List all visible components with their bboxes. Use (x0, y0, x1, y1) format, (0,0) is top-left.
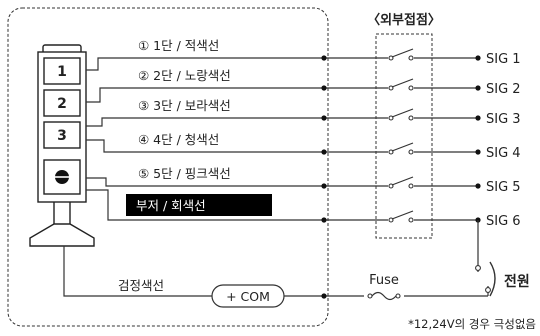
tower-buzzer-tier (43, 159, 81, 195)
tower-tier-3 (43, 121, 81, 149)
wire-5 (86, 177, 478, 187)
wire-5-label: ⑤ 5단 / 핑크색선 (138, 166, 231, 181)
power-bracket (489, 261, 496, 297)
switch-3 (388, 108, 414, 122)
wire-6-label: 부저 / 회색선 (136, 198, 206, 213)
tower-tier-3-label: 3 (57, 128, 67, 144)
contacts-title: 〈외부접점〉 (367, 12, 441, 28)
switch-2 (388, 78, 414, 92)
power-terminal-bottom (485, 287, 491, 293)
switch-5 (388, 176, 414, 190)
product-enclosure (7, 7, 329, 327)
tower-tier-1 (43, 57, 81, 85)
wire-1-label: ① 1단 / 적색선 (138, 38, 219, 53)
wire-6 (86, 189, 478, 221)
sig-6-label: SIG 6 (486, 214, 521, 229)
fuse-label: Fuse (369, 273, 399, 288)
wire-3-label: ③ 3단 / 보라색선 (138, 98, 231, 113)
tower-tier-1-label: 1 (57, 64, 67, 80)
sig-3-label: SIG 3 (486, 112, 521, 127)
wire-4 (86, 139, 478, 153)
wire-4-label: ④ 4단 / 청색선 (138, 132, 219, 147)
tower-base (29, 223, 95, 247)
enclosure-terminals (321, 55, 327, 299)
signal-tower: 1 2 3 (29, 44, 95, 247)
power-terminal-top (475, 265, 481, 271)
power-circuit (477, 220, 489, 296)
buzzer-label-box (126, 194, 272, 216)
sig-1-label: SIG 1 (486, 52, 521, 67)
switch-1 (388, 48, 414, 62)
contact-switches (388, 48, 414, 224)
common-wire-label: 검정색선 (118, 278, 164, 293)
wire-1 (86, 57, 478, 71)
sig-2-label: SIG 2 (486, 82, 521, 97)
wire-3 (86, 117, 478, 127)
wire-bundle (63, 57, 488, 297)
sig-4-label: SIG 4 (486, 146, 521, 161)
power-label: 전원 (504, 273, 530, 290)
wire-2-label: ② 2단 / 노랑색선 (138, 68, 231, 83)
com-terminal (211, 284, 285, 308)
tower-tier-2-label: 2 (57, 96, 67, 112)
switch-6 (388, 210, 414, 224)
wire-common (63, 246, 488, 297)
contacts-box (375, 33, 433, 239)
wire-2 (86, 87, 478, 103)
polarity-note: *12,24V의 경우 극성없음 (408, 317, 536, 331)
com-terminal-label: + COM (226, 289, 270, 304)
sig-5-label: SIG 5 (486, 180, 521, 195)
tower-tier-2 (43, 89, 81, 117)
switch-4 (388, 142, 414, 156)
signal-terminals (475, 55, 481, 223)
fuse-icon (364, 289, 404, 301)
